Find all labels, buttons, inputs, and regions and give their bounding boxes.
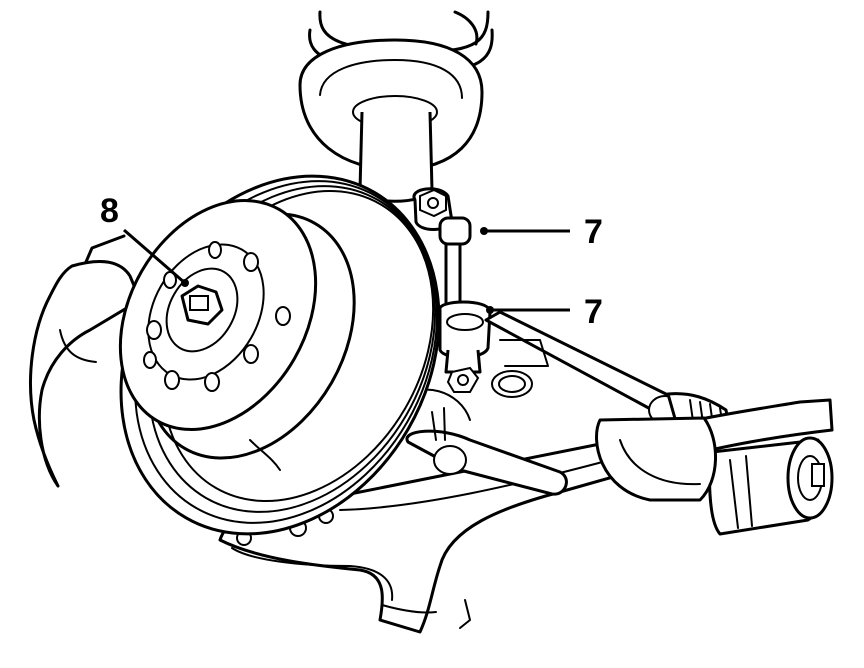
stabilizer-link	[412, 187, 533, 398]
callout-7-upper: 7	[584, 213, 603, 251]
callout-7-lower: 7	[584, 293, 603, 331]
wheel-bolt-holes	[143, 241, 291, 392]
control-arm-bushing	[708, 436, 834, 536]
leader-8	[123, 228, 186, 285]
leader-7-upper-dot	[480, 227, 488, 235]
leader-7-lower-dot	[486, 306, 494, 314]
leader-lines	[123, 227, 570, 314]
tie-rod	[405, 407, 568, 496]
wheel-hub	[118, 199, 318, 431]
hub-center-bolt	[180, 279, 224, 326]
callout-8: 8	[100, 192, 119, 230]
